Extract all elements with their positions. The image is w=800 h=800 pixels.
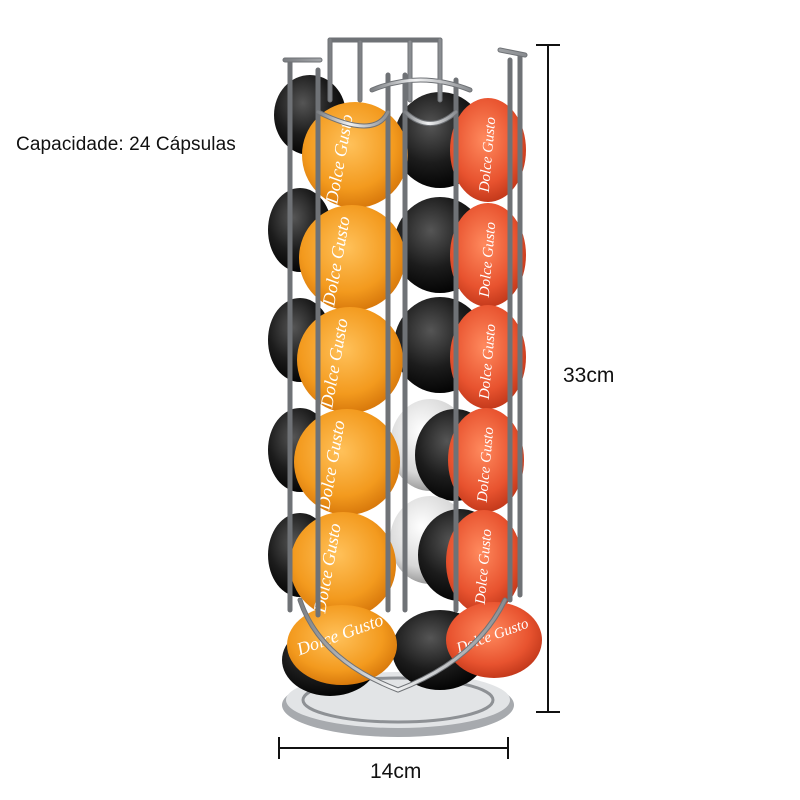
orange-capsule-column: Dolce Gusto Dolce Gusto Dolce Gusto Dolc… (287, 102, 408, 685)
capsule-logo-text: Dolce Gusto (477, 323, 500, 401)
capsule-logo-text: Dolce Gusto (473, 528, 496, 606)
red-capsule-column: Dolce Gusto Dolce Gusto Dolce Gusto Dolc… (446, 98, 542, 678)
capsule-logo-text: Dolce Gusto (477, 221, 500, 299)
capacity-caption: Capacidade: 24 Cápsulas (16, 134, 236, 155)
width-label: 14cm (370, 760, 422, 783)
chrome-wire-frame (282, 37, 528, 693)
capsule-logo-text: Dolce Gusto (475, 426, 498, 504)
capsule-logo-text: Dolce Gusto (477, 116, 500, 194)
height-label: 33cm (563, 364, 615, 387)
